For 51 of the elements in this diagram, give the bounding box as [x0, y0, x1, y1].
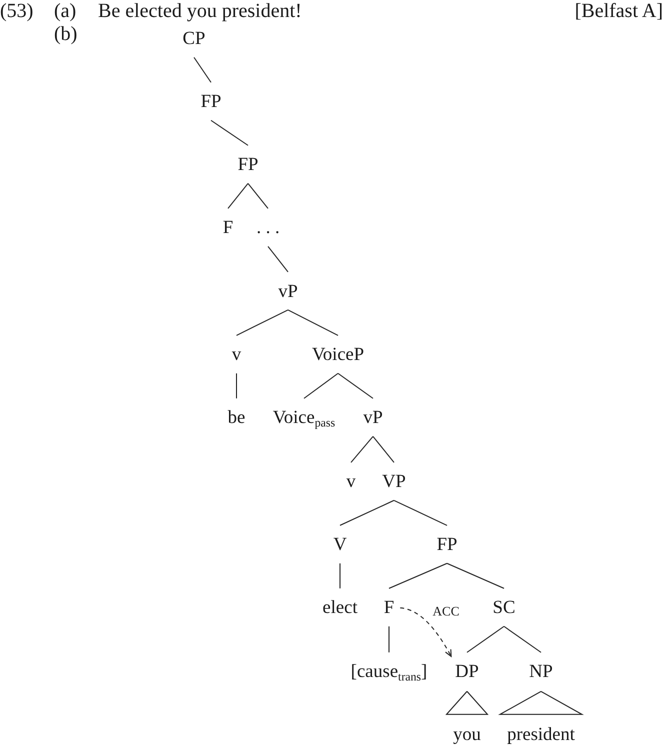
branch-line — [338, 372, 374, 399]
category-label: FP — [436, 535, 458, 556]
branch-line — [350, 436, 374, 463]
category-label: V — [333, 535, 347, 556]
branch-line — [236, 372, 237, 399]
branch-line — [236, 309, 288, 336]
branch-line — [372, 436, 394, 463]
branch-line — [304, 372, 338, 399]
edge-label: ACC — [432, 604, 460, 618]
example-letter: (a) — [54, 0, 76, 23]
branch-line — [466, 626, 504, 653]
dashed-arrow — [400, 607, 452, 657]
word-label: be — [228, 408, 246, 430]
category-label: DP — [455, 662, 479, 684]
category-label: v — [346, 472, 356, 494]
category-label: CP — [182, 29, 206, 50]
category-label: FP — [200, 92, 222, 114]
example-letter: (b) — [54, 23, 78, 46]
branch-line — [394, 500, 448, 526]
branch-line — [388, 562, 448, 589]
triangle-branch — [498, 690, 584, 715]
branch-line — [388, 626, 390, 653]
category-label: Voice$_{pass}$ — [272, 408, 336, 430]
category-label: SC — [492, 598, 516, 620]
category-label: VP — [382, 472, 406, 494]
word-label: elect — [322, 598, 358, 620]
word-label: [cause$_{trans}$] — [350, 662, 428, 684]
example-sentence: Be elected you president! — [98, 0, 302, 23]
category-label: vP — [278, 282, 298, 303]
word-label: president — [507, 725, 575, 746]
branch-line — [248, 182, 268, 209]
ellipsis-label: . . . — [256, 218, 280, 240]
category-label: VoiceP — [312, 345, 364, 366]
category-label: NP — [529, 662, 553, 684]
branch-line — [210, 120, 248, 146]
category-label: vP — [363, 408, 383, 430]
branch-line — [504, 626, 542, 653]
category-label: F — [222, 218, 234, 240]
category-label: v — [232, 345, 242, 366]
branch-line — [340, 500, 394, 526]
source-note: [Belfast A] — [574, 0, 663, 23]
branch-line — [194, 56, 212, 83]
category-label: F — [384, 598, 394, 620]
branch-line — [288, 309, 338, 336]
example-number: (53) — [0, 0, 34, 23]
branch-line — [268, 246, 288, 272]
word-label: you — [453, 725, 481, 746]
branch-line — [228, 182, 248, 209]
category-label: FP — [238, 155, 258, 176]
branch-line — [446, 562, 504, 589]
triangle-branch — [445, 690, 489, 715]
